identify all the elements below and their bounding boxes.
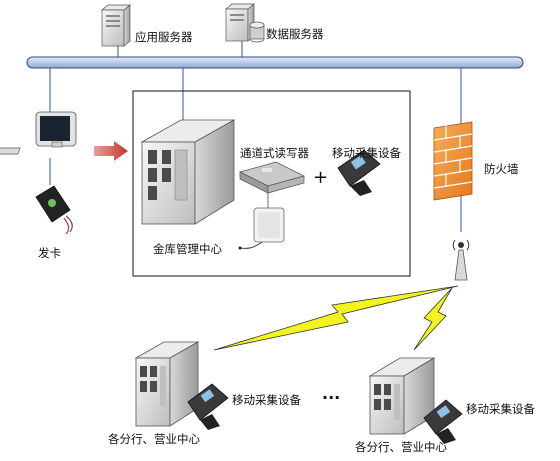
gold-vault-center-frame (132, 90, 411, 277)
handheld-scanner-bottom-left-icon (187, 383, 229, 430)
gold-vault-center-label: 金库管理中心 (153, 242, 222, 256)
app-server-icon (101, 4, 131, 47)
ellipsis: ··· (322, 388, 341, 407)
red-flow-arrow (94, 141, 128, 161)
wireless-link-right (413, 287, 453, 351)
reader-antenna-icon (238, 193, 285, 250)
bus-drop-lines (49, 40, 462, 232)
vault-server-icon (140, 119, 236, 225)
branch-right-label: 各分行、营业中心 (355, 440, 447, 454)
network-backbone-bus (26, 56, 524, 69)
handheld-scanner-top-icon (337, 149, 381, 196)
app-server-label: 应用服务器 (135, 30, 193, 44)
firewall-icon (433, 121, 473, 201)
mobile-device-top-label: 移动采集设备 (332, 146, 401, 160)
handheld-scanner-bottom-right-icon (423, 399, 463, 444)
wireless-link-left (213, 285, 459, 351)
card-issuer-icon (35, 185, 73, 235)
branch-server-right-icon (368, 357, 436, 435)
channel-reader-icon (239, 161, 305, 194)
workstation-computer-icon (0, 111, 77, 155)
channel-reader-label: 通道式读写器 (240, 146, 309, 160)
mobile-device-bottom-right-label: 移动采集设备 (466, 402, 535, 416)
firewall-label: 防火墙 (484, 162, 519, 176)
db-server-icon (225, 3, 265, 43)
branch-server-left-icon (134, 341, 200, 427)
issue-card-label: 发卡 (38, 246, 61, 260)
wireless-antenna-icon (452, 239, 470, 281)
branch-left-label: 各分行、营业中心 (108, 432, 200, 446)
mobile-device-bottom-left-label: 移动采集设备 (232, 393, 301, 407)
plus-sign: + (313, 167, 329, 188)
db-server-label: 数据服务器 (266, 27, 324, 41)
